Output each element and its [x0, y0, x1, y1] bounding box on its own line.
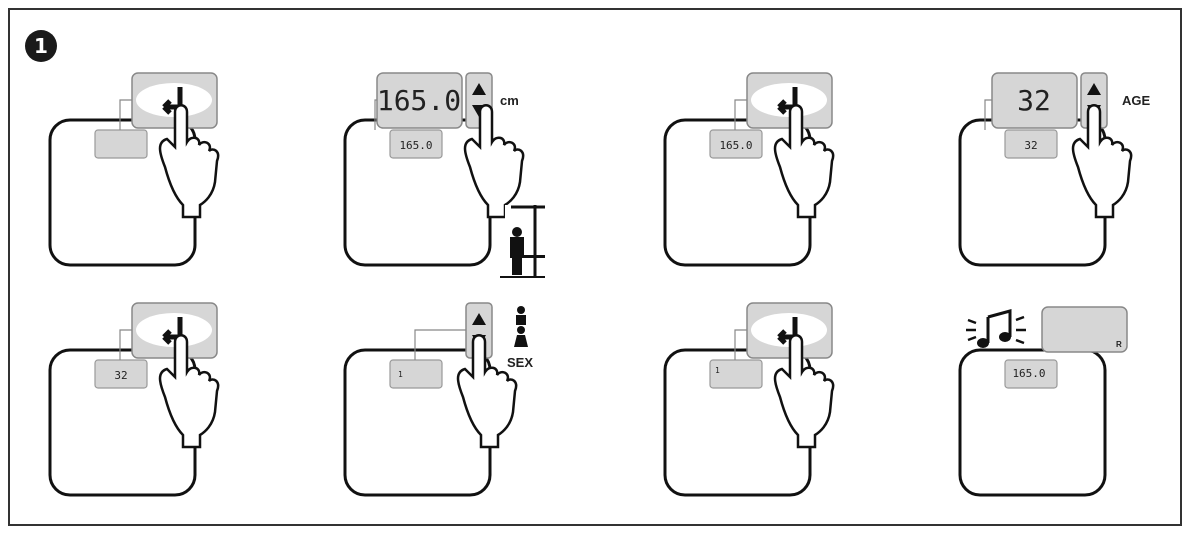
- small-age-readout: 32: [114, 369, 127, 382]
- small-height-readout: 165.0: [719, 139, 752, 152]
- enter-button[interactable]: [136, 313, 212, 347]
- big-age-readout: 32: [1017, 84, 1051, 117]
- up-arrow-icon: [472, 83, 486, 95]
- pointing-hand-icon: [158, 334, 220, 449]
- enter-button[interactable]: [136, 83, 212, 117]
- panel-1-confirm: [40, 65, 340, 305]
- panel-6-sex: 1 SEX: [335, 295, 635, 535]
- sex-icon: [514, 306, 528, 347]
- small-sex-readout: 1: [715, 366, 720, 375]
- panel-5-confirm: 32: [40, 295, 340, 535]
- pointing-hand-icon: [1071, 104, 1133, 219]
- unit-label: AGE: [1122, 93, 1151, 108]
- big-display: [376, 72, 463, 129]
- unit-label: cm: [500, 93, 519, 108]
- panel-7-confirm: 1: [655, 295, 955, 535]
- panel-2-height: 165.0 165.0 cm: [335, 65, 635, 305]
- result-small-display: [1004, 359, 1058, 389]
- small-age-readout: 32: [1024, 139, 1037, 152]
- unit-label: SEX: [507, 355, 533, 370]
- small-sex-readout: 1: [398, 370, 403, 379]
- enter-button[interactable]: [751, 313, 827, 347]
- panel-8-result: 165.0 R: [950, 295, 1193, 535]
- scale-display: [94, 129, 148, 159]
- up-arrow-icon: [1087, 83, 1101, 95]
- result-display: [1041, 306, 1128, 353]
- panel-3-confirm: 165.0: [655, 65, 955, 305]
- height-meter-icon: [500, 205, 545, 278]
- beep-music-note-icon: [966, 309, 1026, 348]
- pointing-hand-icon: [456, 334, 518, 449]
- big-display: [991, 72, 1078, 129]
- pointing-hand-icon: [773, 334, 835, 449]
- small-height-readout: 165.0: [399, 139, 432, 152]
- pointing-hand-icon: [158, 104, 220, 219]
- pointing-hand-icon: [773, 104, 835, 219]
- result-label: R: [1116, 340, 1122, 349]
- small-result-readout: 165.0: [1012, 367, 1045, 380]
- big-height-readout: 165.0: [377, 84, 461, 117]
- step-number-badge: 1: [25, 30, 57, 62]
- panel-4-age: 32 32 AGE: [950, 65, 1193, 305]
- up-arrow-icon: [472, 313, 486, 325]
- enter-button[interactable]: [751, 83, 827, 117]
